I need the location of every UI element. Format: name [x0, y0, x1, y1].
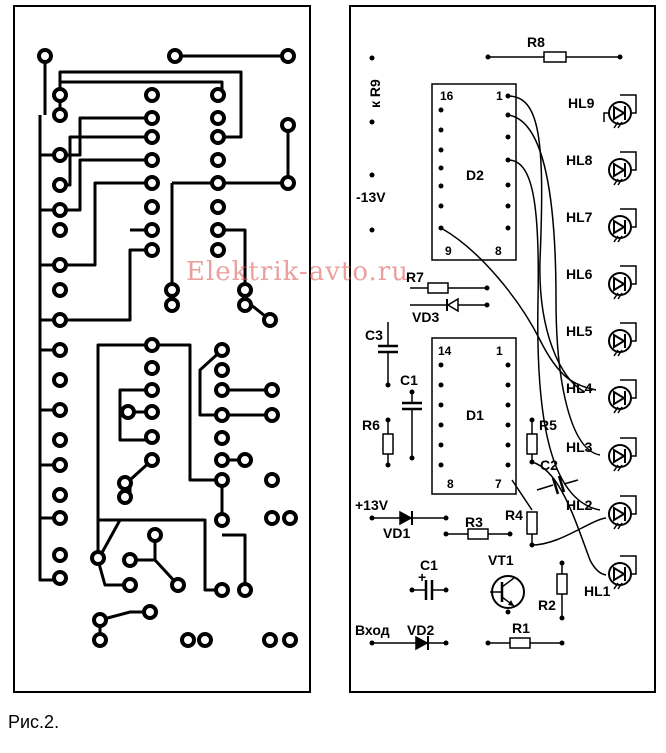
plus13-terminal: +13V: [355, 497, 389, 521]
d2-pin-1: 1: [496, 89, 503, 103]
watermark: Elektrik-avto.ru: [186, 257, 409, 287]
led-hl3: [608, 437, 637, 472]
d1-pin-8: 8: [447, 477, 454, 491]
hl2-label: HL2: [566, 497, 593, 513]
minus13-label: -13V: [356, 189, 386, 205]
capacitor-c1-upper: C1: [400, 372, 422, 461]
vd2-label: VD2: [407, 622, 434, 638]
r5-label: R5: [539, 417, 557, 433]
r1-label: R1: [512, 620, 530, 636]
d2-label: D2: [466, 167, 484, 183]
resistor-r8: R8: [485, 34, 623, 63]
led-hl9: [603, 94, 637, 129]
kr9-terminal: к R9: [367, 55, 383, 125]
r3-label: R3: [465, 514, 483, 530]
led-hl4: [608, 379, 637, 414]
d1-pin-1: 1: [496, 344, 503, 358]
c1-plus-label: +: [418, 569, 426, 585]
diode-vd3: VD3: [410, 297, 490, 325]
capacitor-c3: C3: [365, 322, 398, 388]
chip-d2: 16 1 9 8 D2: [431, 83, 517, 261]
resistor-r4: R4: [505, 479, 538, 548]
c3-label: C3: [365, 327, 383, 343]
d2-pin-8: 8: [495, 244, 502, 258]
r8-label: R8: [527, 34, 545, 50]
hl8-label: HL8: [566, 152, 593, 168]
resistor-r7: R7: [406, 269, 490, 294]
hl5-label: HL5: [566, 323, 593, 339]
vd3-label: VD3: [412, 309, 439, 325]
kr9-label: к R9: [367, 79, 383, 108]
hl4-label: HL4: [566, 380, 593, 396]
d2-pin-9: 9: [445, 244, 452, 258]
led-hl5: [608, 322, 637, 357]
resistor-r6: R6: [362, 417, 394, 468]
r4-label: R4: [505, 507, 523, 523]
hl1-label: HL1: [584, 583, 611, 599]
resistor-r2: R2: [538, 560, 568, 621]
hl9-label: HL9: [568, 95, 595, 111]
diode-vd1: VD1: [372, 510, 449, 541]
minus13-terminal: -13V: [356, 172, 386, 233]
pcb-board: [13, 5, 311, 693]
input-terminal: Вход: [355, 622, 390, 646]
capacitor-c1-lower: + C1: [409, 557, 449, 600]
led-hl2: [608, 495, 637, 530]
transistor-vt1: VT1: [488, 552, 525, 615]
r7-label: R7: [406, 269, 424, 285]
vd1-label: VD1: [383, 525, 410, 541]
capacitor-c2: C2: [536, 457, 579, 495]
d1-label: D1: [466, 407, 484, 423]
chip-d1: 14 1 8 7 D1: [431, 337, 517, 495]
r2-label: R2: [538, 597, 556, 613]
figure-caption: Рис.2.: [8, 712, 60, 732]
plus13-label: +13V: [355, 497, 389, 513]
hl6-label: HL6: [566, 266, 593, 282]
led-hl1: [608, 555, 637, 590]
c1-lower-label: C1: [420, 557, 438, 573]
resistor-r1: R1: [485, 620, 565, 649]
hl7-label: HL7: [566, 209, 593, 225]
vt1-label: VT1: [488, 552, 514, 568]
component-layout: R8 к R9 -13V 16 1 9 8: [349, 5, 656, 693]
d2-pin-16: 16: [440, 89, 454, 103]
d1-pin-14: 14: [438, 344, 452, 358]
d1-pin-7: 7: [495, 477, 502, 491]
c1-upper-label: C1: [400, 372, 418, 388]
r6-label: R6: [362, 417, 380, 433]
resistor-r3: R3: [443, 514, 513, 540]
led-hl8: [608, 151, 637, 186]
diode-vd2: VD2: [372, 622, 449, 651]
led-hl6: [608, 265, 637, 300]
input-label: Вход: [355, 622, 390, 638]
hl3-label: HL3: [566, 439, 593, 455]
led-column: [603, 94, 637, 590]
led-hl7: [608, 208, 637, 243]
